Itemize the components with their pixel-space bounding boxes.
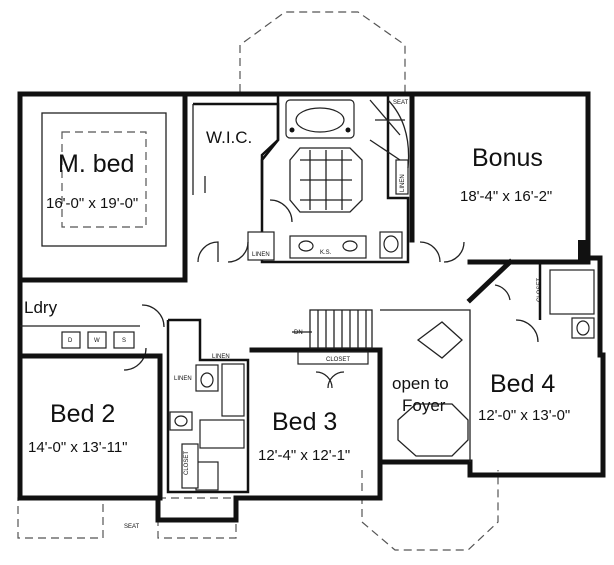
- bed4-toilet-bowl: [576, 320, 590, 336]
- seat-line-2: [369, 139, 401, 161]
- bath-center-octagon: [289, 147, 363, 213]
- door-arc-bed2: [123, 347, 147, 371]
- door-arc-hall-1: [227, 241, 249, 263]
- bed3-closet-door-1: [315, 371, 333, 389]
- closet-label-bed3: CLOSET: [326, 357, 350, 363]
- porch-left-outline: [17, 497, 104, 539]
- tub-faucet-left: [289, 127, 295, 133]
- wic-label: W.I.C.: [206, 128, 252, 147]
- door-arc-laundry: [141, 304, 165, 328]
- master-bed-tray-inner: [61, 131, 147, 228]
- door-arc-bonus-2: [443, 241, 465, 263]
- bed2-label: Bed 2: [50, 400, 115, 428]
- hall-tub: [221, 363, 245, 417]
- bed4-door-arc: [515, 319, 539, 343]
- bed3-walls: [249, 347, 383, 465]
- seat-line-1: [369, 99, 401, 136]
- seat-curve: [387, 99, 410, 169]
- linen-label-master: LINEN: [400, 174, 406, 192]
- linen-shelf-bath: [395, 159, 409, 195]
- open-to-foyer-line2: Foyer: [402, 396, 446, 415]
- door-arc-bath: [269, 199, 293, 223]
- toilet-bowl: [383, 235, 399, 253]
- front-bay-projection: [239, 11, 406, 92]
- linen-label-hall: LINEN: [212, 354, 230, 360]
- foyer-diamond: [416, 321, 463, 359]
- tub-faucet-right: [345, 127, 351, 133]
- master-bed-dimensions: 16'-0" x 19'-0": [46, 195, 138, 212]
- bed4-label: Bed 4: [490, 370, 555, 398]
- hall-toilet-bowl: [200, 372, 214, 388]
- vanity-sink-left: [298, 240, 314, 252]
- master-bed-tray-outer: [41, 112, 167, 247]
- bed3-closet-door-2: [327, 371, 345, 389]
- washer: [87, 331, 107, 349]
- bed3-label: Bed 3: [272, 408, 337, 436]
- bed2-wall-east: [147, 353, 163, 501]
- laundry-sink: [113, 331, 135, 349]
- wic-walls: [193, 102, 280, 200]
- bed2-dimensions: 14'-0" x 13'-11": [28, 439, 128, 456]
- bed4-dimensions: 12'-0" x 13'-0": [478, 407, 570, 424]
- linen-label-hall-2: LINEN: [174, 376, 192, 382]
- seat-label-top: SEAT: [393, 100, 409, 106]
- hall-toilet-2: [195, 461, 219, 491]
- ks-label: K.S.: [320, 250, 332, 256]
- master-bath-walls: [260, 94, 410, 264]
- foyer-railing: [380, 309, 471, 462]
- linen-label-bath: LINEN: [252, 252, 270, 258]
- foyer-chandelier-octagon: [397, 403, 469, 457]
- bottom-bay-projection: [361, 470, 499, 551]
- bonus-chimney: [578, 240, 590, 262]
- sink-label: S: [122, 338, 126, 344]
- stairs: [292, 309, 373, 349]
- door-arc-bonus-1: [419, 241, 441, 263]
- dryer-label: D: [68, 338, 73, 344]
- laundry-label: Ldry: [24, 298, 58, 317]
- seat-label-bottom: SEAT: [124, 524, 140, 530]
- bed4-tub: [549, 269, 595, 315]
- closet-label-bed4: CLOSET: [537, 278, 543, 302]
- bathtub-basin: [295, 107, 345, 133]
- vanity-sink-right: [342, 240, 358, 252]
- hall-bath-walls: [166, 318, 250, 494]
- hall-closet: [181, 443, 199, 489]
- bed4-closet-door-arc: [494, 284, 511, 301]
- linen-closet-bath: [247, 231, 275, 261]
- dryer: [61, 331, 81, 349]
- bonus-dimensions: 18'-4" x 16'-2": [460, 188, 552, 205]
- open-to-foyer-line1: open to: [392, 374, 449, 393]
- bonus-label: Bonus: [472, 144, 543, 172]
- bed3-closet: [297, 351, 369, 365]
- washer-label: W: [94, 338, 100, 344]
- stairs-down-label: DN: [294, 330, 303, 336]
- hall-vanity: [199, 419, 245, 449]
- hall-sink-basin: [174, 415, 188, 427]
- closet-label-bed2: CLOSET: [184, 451, 190, 475]
- master-bed-label: M. bed: [58, 150, 134, 178]
- bed3-dimensions: 12'-4" x 12'-1": [258, 447, 350, 464]
- bed4-walls: [466, 258, 514, 304]
- door-arc-wic: [197, 241, 219, 263]
